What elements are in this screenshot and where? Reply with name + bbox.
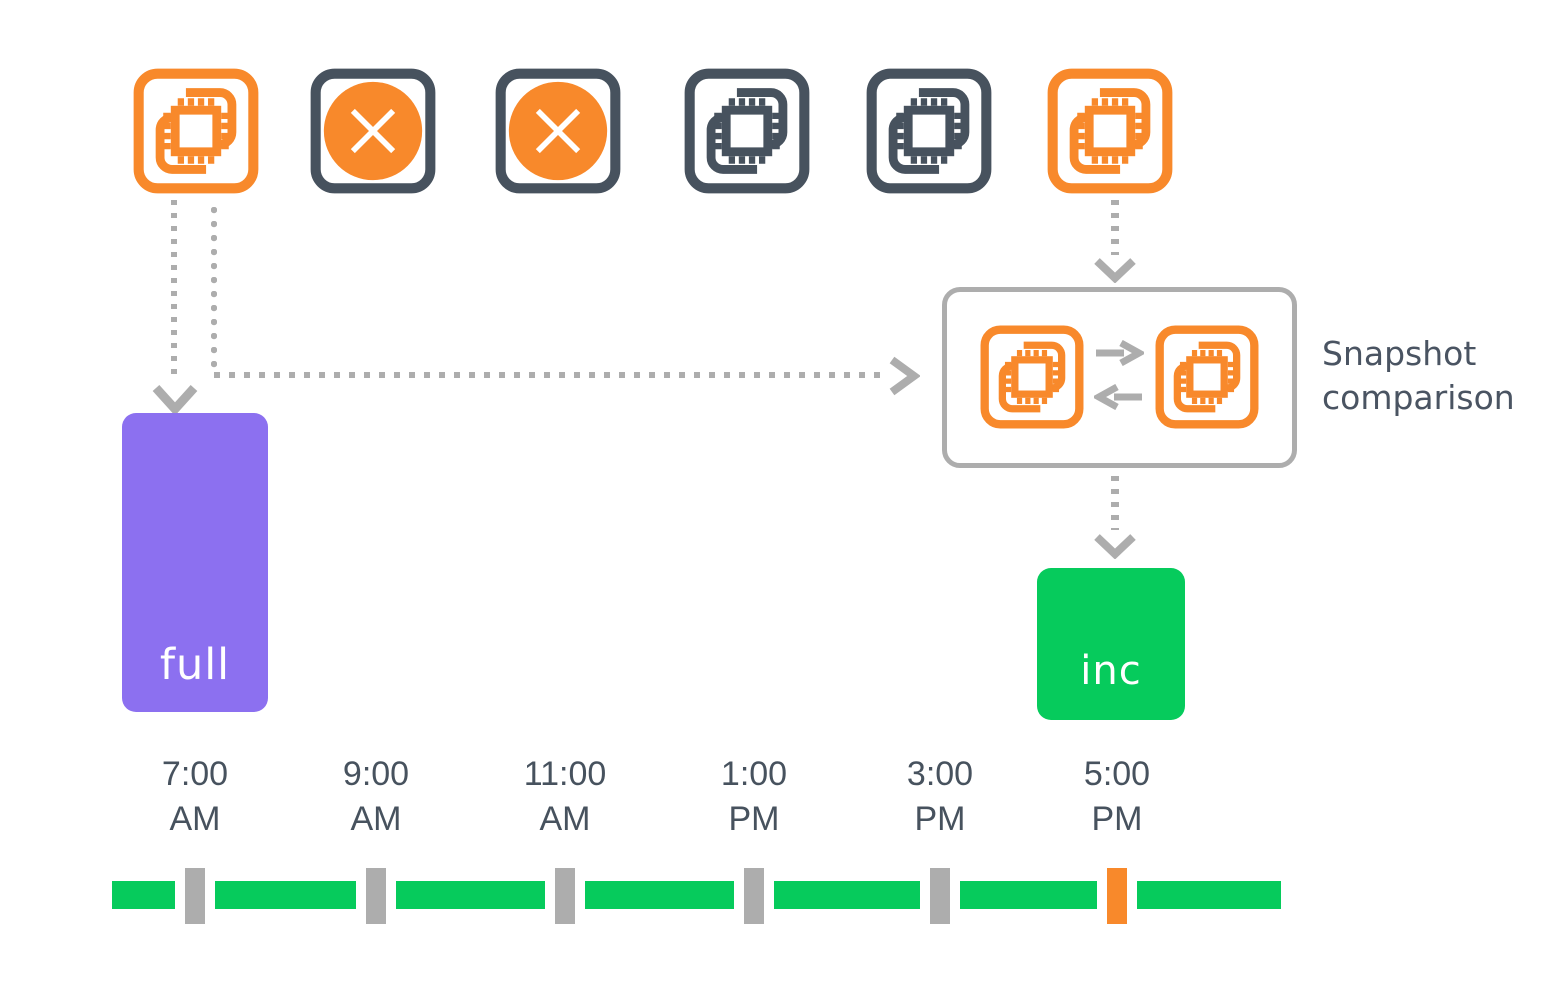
- timeline-tick-3pm: [930, 868, 950, 924]
- timeline-tick-7am: [185, 868, 205, 924]
- time-label-3pm: 3:00 PM: [865, 752, 1015, 842]
- vm-deleted-icon: [310, 68, 436, 194]
- time-period: AM: [169, 800, 221, 838]
- incremental-backup-block: inc: [1037, 568, 1185, 720]
- timeline-tick-9am: [366, 868, 386, 924]
- time-label-11am: 11:00 AM: [490, 752, 640, 842]
- vm-icon: [866, 68, 992, 194]
- full-backup-block: full: [122, 413, 268, 712]
- arrow-right-icon: [888, 356, 920, 396]
- arrow-down-icon: [1093, 257, 1137, 283]
- timeline-tick-11am: [555, 868, 575, 924]
- time-period: PM: [914, 800, 966, 838]
- vm-icon: [133, 68, 259, 194]
- dotted-line-to-full: [171, 200, 177, 382]
- dotted-line-vm-to-box: [1111, 200, 1119, 255]
- timeline-segment: [585, 881, 734, 909]
- time-period: PM: [1091, 800, 1143, 838]
- time-period: PM: [728, 800, 780, 838]
- incremental-backup-label: inc: [1080, 648, 1142, 694]
- dotted-line-box-to-inc: [1111, 476, 1119, 530]
- dotted-line-to-snapshot-box: [214, 372, 886, 378]
- full-backup-label: full: [159, 640, 231, 690]
- time-label-9am: 9:00 AM: [301, 752, 451, 842]
- time-label-7am: 7:00 AM: [120, 752, 270, 842]
- timeline-segment: [396, 881, 545, 909]
- timeline-segment: [1137, 881, 1281, 909]
- timeline-tick-5pm-highlighted: [1107, 868, 1127, 924]
- time-label-5pm: 5:00 PM: [1042, 752, 1192, 842]
- time-period: AM: [350, 800, 402, 838]
- time-value: 1:00: [720, 755, 788, 793]
- arrow-left-icon: [1094, 384, 1142, 410]
- arrow-down-icon: [1093, 533, 1137, 559]
- vm-icon: [1155, 325, 1259, 429]
- time-value: 9:00: [342, 755, 410, 793]
- timeline-segment: [215, 881, 356, 909]
- time-period: AM: [539, 800, 591, 838]
- dotted-line-elbow-vertical: [211, 207, 217, 370]
- time-value: 7:00: [161, 755, 229, 793]
- timeline-segment: [774, 881, 920, 909]
- snapshot-comparison-box: [942, 287, 1297, 468]
- time-label-1pm: 1:00 PM: [679, 752, 829, 842]
- timeline-segment: [112, 881, 175, 909]
- timeline-tick-1pm: [744, 868, 764, 924]
- time-value: 11:00: [523, 755, 607, 793]
- time-value: 5:00: [1083, 755, 1151, 793]
- vm-icon: [980, 325, 1084, 429]
- arrow-down-icon: [152, 384, 198, 414]
- vm-deleted-icon: [495, 68, 621, 194]
- time-value: 3:00: [906, 755, 974, 793]
- vm-icon: [1047, 68, 1173, 194]
- timeline-segment: [960, 881, 1097, 909]
- compare-arrows: [1094, 340, 1144, 416]
- arrow-right-icon: [1096, 340, 1144, 366]
- vm-icon: [684, 68, 810, 194]
- snapshot-comparison-label: Snapshot comparison: [1322, 334, 1515, 417]
